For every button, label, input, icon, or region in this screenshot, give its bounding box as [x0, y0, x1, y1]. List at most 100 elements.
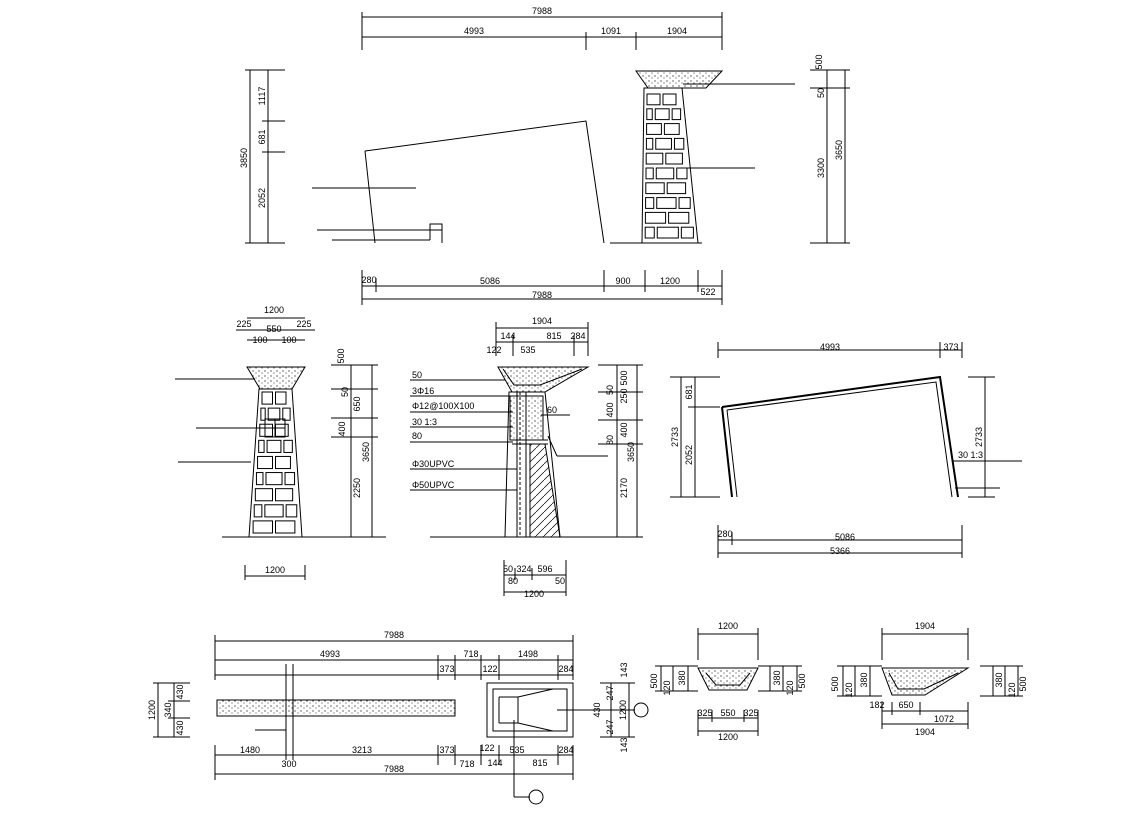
ps-dim-right-80: 80	[605, 435, 615, 445]
brick	[673, 137, 685, 150]
capb-dim-right-500: 500	[1018, 676, 1028, 691]
ps-note-50: 50	[412, 370, 422, 380]
brick	[275, 391, 287, 405]
elev-dim-bottom-280: 280	[361, 275, 376, 285]
brick	[264, 504, 284, 518]
brick	[678, 197, 691, 209]
pf-dim-right-50: 50	[340, 387, 350, 397]
capb-dim-bottom-1904: 1904	[915, 727, 935, 737]
pf-dim-bottom-1200: 1200	[265, 565, 285, 575]
elev-dim-top-1091: 1091	[601, 26, 621, 36]
pf-dim-right-2250: 2250	[352, 478, 362, 498]
brick	[646, 93, 661, 106]
sf-dim-bottom-5366: 5366	[830, 546, 850, 556]
plan-dim-bottom-1480: 1480	[240, 745, 260, 755]
brick	[646, 108, 653, 121]
plan-dim-bottom-3213: 3213	[352, 745, 372, 755]
elev-dim-top-1904: 1904	[667, 26, 687, 36]
elev-dim-bottom-total: 7988	[532, 290, 552, 300]
capb-dim-bottom-650: 650	[898, 700, 913, 710]
sf-dim-bottom-280: 280	[717, 529, 732, 539]
pillar-front-view: 1200 225 550 225 100 100 500 50 650 400 …	[175, 305, 386, 580]
ps-dim-top-122: 122	[486, 345, 501, 355]
side-frame-view: 4993 373 681 2733 2052 2733 30 1:3 280 5…	[670, 342, 1022, 558]
cap-section-b: 1904 500 120 380 380 120 500 182 650 107…	[830, 621, 1028, 737]
ps-dim-top-1904: 1904	[532, 316, 552, 326]
plan-dim-right-430: 430	[592, 702, 602, 717]
ps-dim-right-500: 500	[619, 370, 629, 385]
plan-dim-top-122: 122	[482, 664, 497, 674]
capa-dim-right-120: 120	[785, 680, 795, 695]
brick	[253, 504, 263, 518]
cap-section-a: 1200 500 120 380 380 120 500 325 550 325…	[649, 621, 807, 742]
brick	[655, 167, 675, 180]
pf-dim-top-550: 550	[266, 324, 281, 334]
elevation-view: 7988 4993 1091 1904 3850 1117 681 2052	[239, 6, 850, 305]
capb-dim-left-500: 500	[830, 676, 840, 691]
pf-dim-top-225a: 225	[236, 319, 251, 329]
brick	[676, 167, 688, 180]
plan-dim-right-247a: 247	[605, 685, 615, 700]
ps-note-mesh: Φ12@100X100	[412, 401, 474, 411]
pf-dim-right-3650: 3650	[361, 442, 371, 462]
pf-dim-top-225b: 225	[296, 319, 311, 329]
brick	[654, 108, 670, 121]
elev-dim-bottom-900: 900	[615, 276, 630, 286]
brick	[260, 407, 266, 421]
pf-dim-top-1200: 1200	[264, 305, 284, 315]
elev-dim-bottom-5086: 5086	[480, 276, 500, 286]
brick	[275, 455, 291, 470]
brick	[266, 439, 282, 453]
plan-dim-bottom-284: 284	[558, 745, 573, 755]
elev-dim-left-2052: 2052	[257, 188, 267, 208]
capa-dim-left-500: 500	[649, 673, 659, 688]
sf-dim-left-2052: 2052	[684, 445, 694, 465]
brick	[645, 182, 665, 195]
ps-dim-right-2170: 2170	[619, 478, 629, 498]
ps-dim-right-3650: 3650	[626, 442, 636, 462]
elev-dim-top-4993: 4993	[464, 26, 484, 36]
ps-dim-top-535: 535	[520, 345, 535, 355]
capb-dim-bottom-1072: 1072	[934, 714, 954, 724]
plan-dim-bottom-122: 122	[479, 743, 494, 753]
plan-dim-left-430b: 430	[175, 720, 185, 735]
ps-dim-bottom-1200: 1200	[524, 589, 544, 599]
plan-dim-right-247b: 247	[605, 719, 615, 734]
brick	[656, 197, 677, 209]
capb-dim-bottom-182: 182	[869, 700, 884, 710]
sf-dim-top-373: 373	[943, 342, 958, 352]
brick	[282, 407, 291, 421]
brick	[259, 423, 273, 437]
plan-dim-bottom-718: 718	[459, 759, 474, 769]
capb-dim-left-120: 120	[844, 682, 854, 697]
brick	[275, 488, 294, 502]
elev-dim-left-1117: 1117	[257, 87, 267, 106]
plan-view: 7988 4993 718 1498 373 122 284 1200 430 …	[147, 630, 649, 805]
pf-dim-right-400: 400	[337, 421, 347, 436]
sf-dim-left-681: 681	[684, 384, 694, 399]
capb-dim-top: 1904	[915, 621, 935, 631]
plan-dim-bottom-815: 815	[532, 758, 547, 768]
elev-dim-right-3650: 3650	[834, 140, 844, 160]
brick	[265, 472, 283, 486]
brick	[255, 472, 264, 486]
elev-dim-left-681: 681	[257, 129, 267, 144]
ps-note-rebar: 3Φ16	[412, 386, 434, 396]
plan-dim-left-340: 340	[163, 702, 173, 717]
elev-dim-right-500: 500	[814, 54, 824, 69]
brick	[267, 407, 281, 421]
brick	[252, 520, 274, 534]
sf-dim-top-4993: 4993	[820, 342, 840, 352]
sf-dim-left-2733: 2733	[670, 427, 680, 447]
plan-dim-top-284: 284	[558, 664, 573, 674]
brick	[680, 226, 694, 239]
ps-note-upvc50: Φ50UPVC	[412, 480, 455, 490]
ps-note-mortar: 30 1:3	[412, 417, 437, 427]
pf-dim-top-100a: 100	[252, 335, 267, 345]
brick	[644, 226, 655, 239]
pf-dim-top-100b: 100	[281, 335, 296, 345]
capa-dim-left-380: 380	[677, 670, 687, 685]
elev-pillar-cap	[635, 70, 724, 89]
plan-dim-right-143a: 143	[619, 662, 629, 677]
